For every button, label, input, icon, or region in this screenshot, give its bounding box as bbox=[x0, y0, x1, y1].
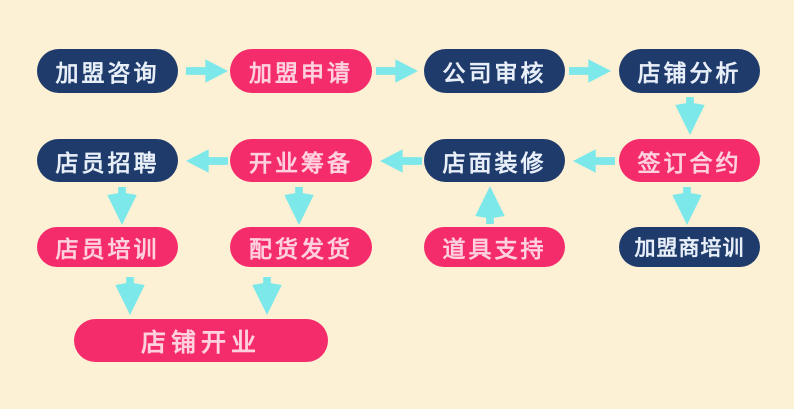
arrow-left-icon bbox=[380, 149, 422, 173]
node-label: 店铺分析 bbox=[637, 61, 742, 87]
node-label: 加盟咨询 bbox=[55, 61, 160, 87]
arrow-down-icon bbox=[107, 187, 137, 225]
arrow-left-icon bbox=[573, 149, 615, 173]
node-label: 签订合约 bbox=[637, 150, 742, 177]
node-sign-contract: 签订合约 bbox=[619, 139, 760, 182]
node-goods-delivery: 配货发货 bbox=[230, 227, 372, 267]
node-store-decoration: 店面装修 bbox=[424, 139, 565, 182]
arrow-up-icon bbox=[475, 186, 505, 224]
node-franchisee-training: 加盟商培训 bbox=[619, 227, 760, 267]
node-franchise-consult: 加盟咨询 bbox=[37, 49, 178, 93]
node-company-review: 公司审核 bbox=[424, 49, 565, 93]
node-label: 开业筹备 bbox=[249, 150, 353, 177]
node-label: 店员培训 bbox=[55, 237, 160, 263]
arrow-down-icon bbox=[675, 97, 705, 135]
arrow-down-icon bbox=[284, 187, 314, 225]
node-props-support: 道具支持 bbox=[424, 227, 565, 267]
arrow-down-icon bbox=[115, 277, 145, 315]
arrow-down-icon bbox=[252, 277, 282, 315]
node-label: 道具支持 bbox=[442, 237, 547, 263]
arrow-down-icon bbox=[672, 187, 702, 225]
node-store-opening: 店铺开业 bbox=[74, 319, 328, 362]
node-label: 店员招聘 bbox=[55, 150, 160, 177]
node-label: 加盟商培训 bbox=[634, 236, 745, 260]
node-label: 店面装修 bbox=[442, 150, 547, 177]
node-opening-prep: 开业筹备 bbox=[230, 139, 372, 182]
arrow-right-icon bbox=[569, 59, 611, 83]
node-label: 店铺开业 bbox=[140, 327, 261, 357]
node-label: 配货发货 bbox=[249, 237, 353, 263]
arrow-left-icon bbox=[186, 149, 228, 173]
node-store-analysis: 店铺分析 bbox=[619, 49, 760, 93]
node-label: 公司审核 bbox=[442, 61, 547, 87]
node-staff-training: 店员培训 bbox=[37, 227, 178, 267]
node-label: 加盟申请 bbox=[249, 61, 353, 87]
arrow-right-icon bbox=[186, 59, 228, 83]
node-staff-recruit: 店员招聘 bbox=[37, 139, 178, 182]
arrow-right-icon bbox=[376, 59, 418, 83]
node-franchise-apply: 加盟申请 bbox=[230, 49, 372, 93]
